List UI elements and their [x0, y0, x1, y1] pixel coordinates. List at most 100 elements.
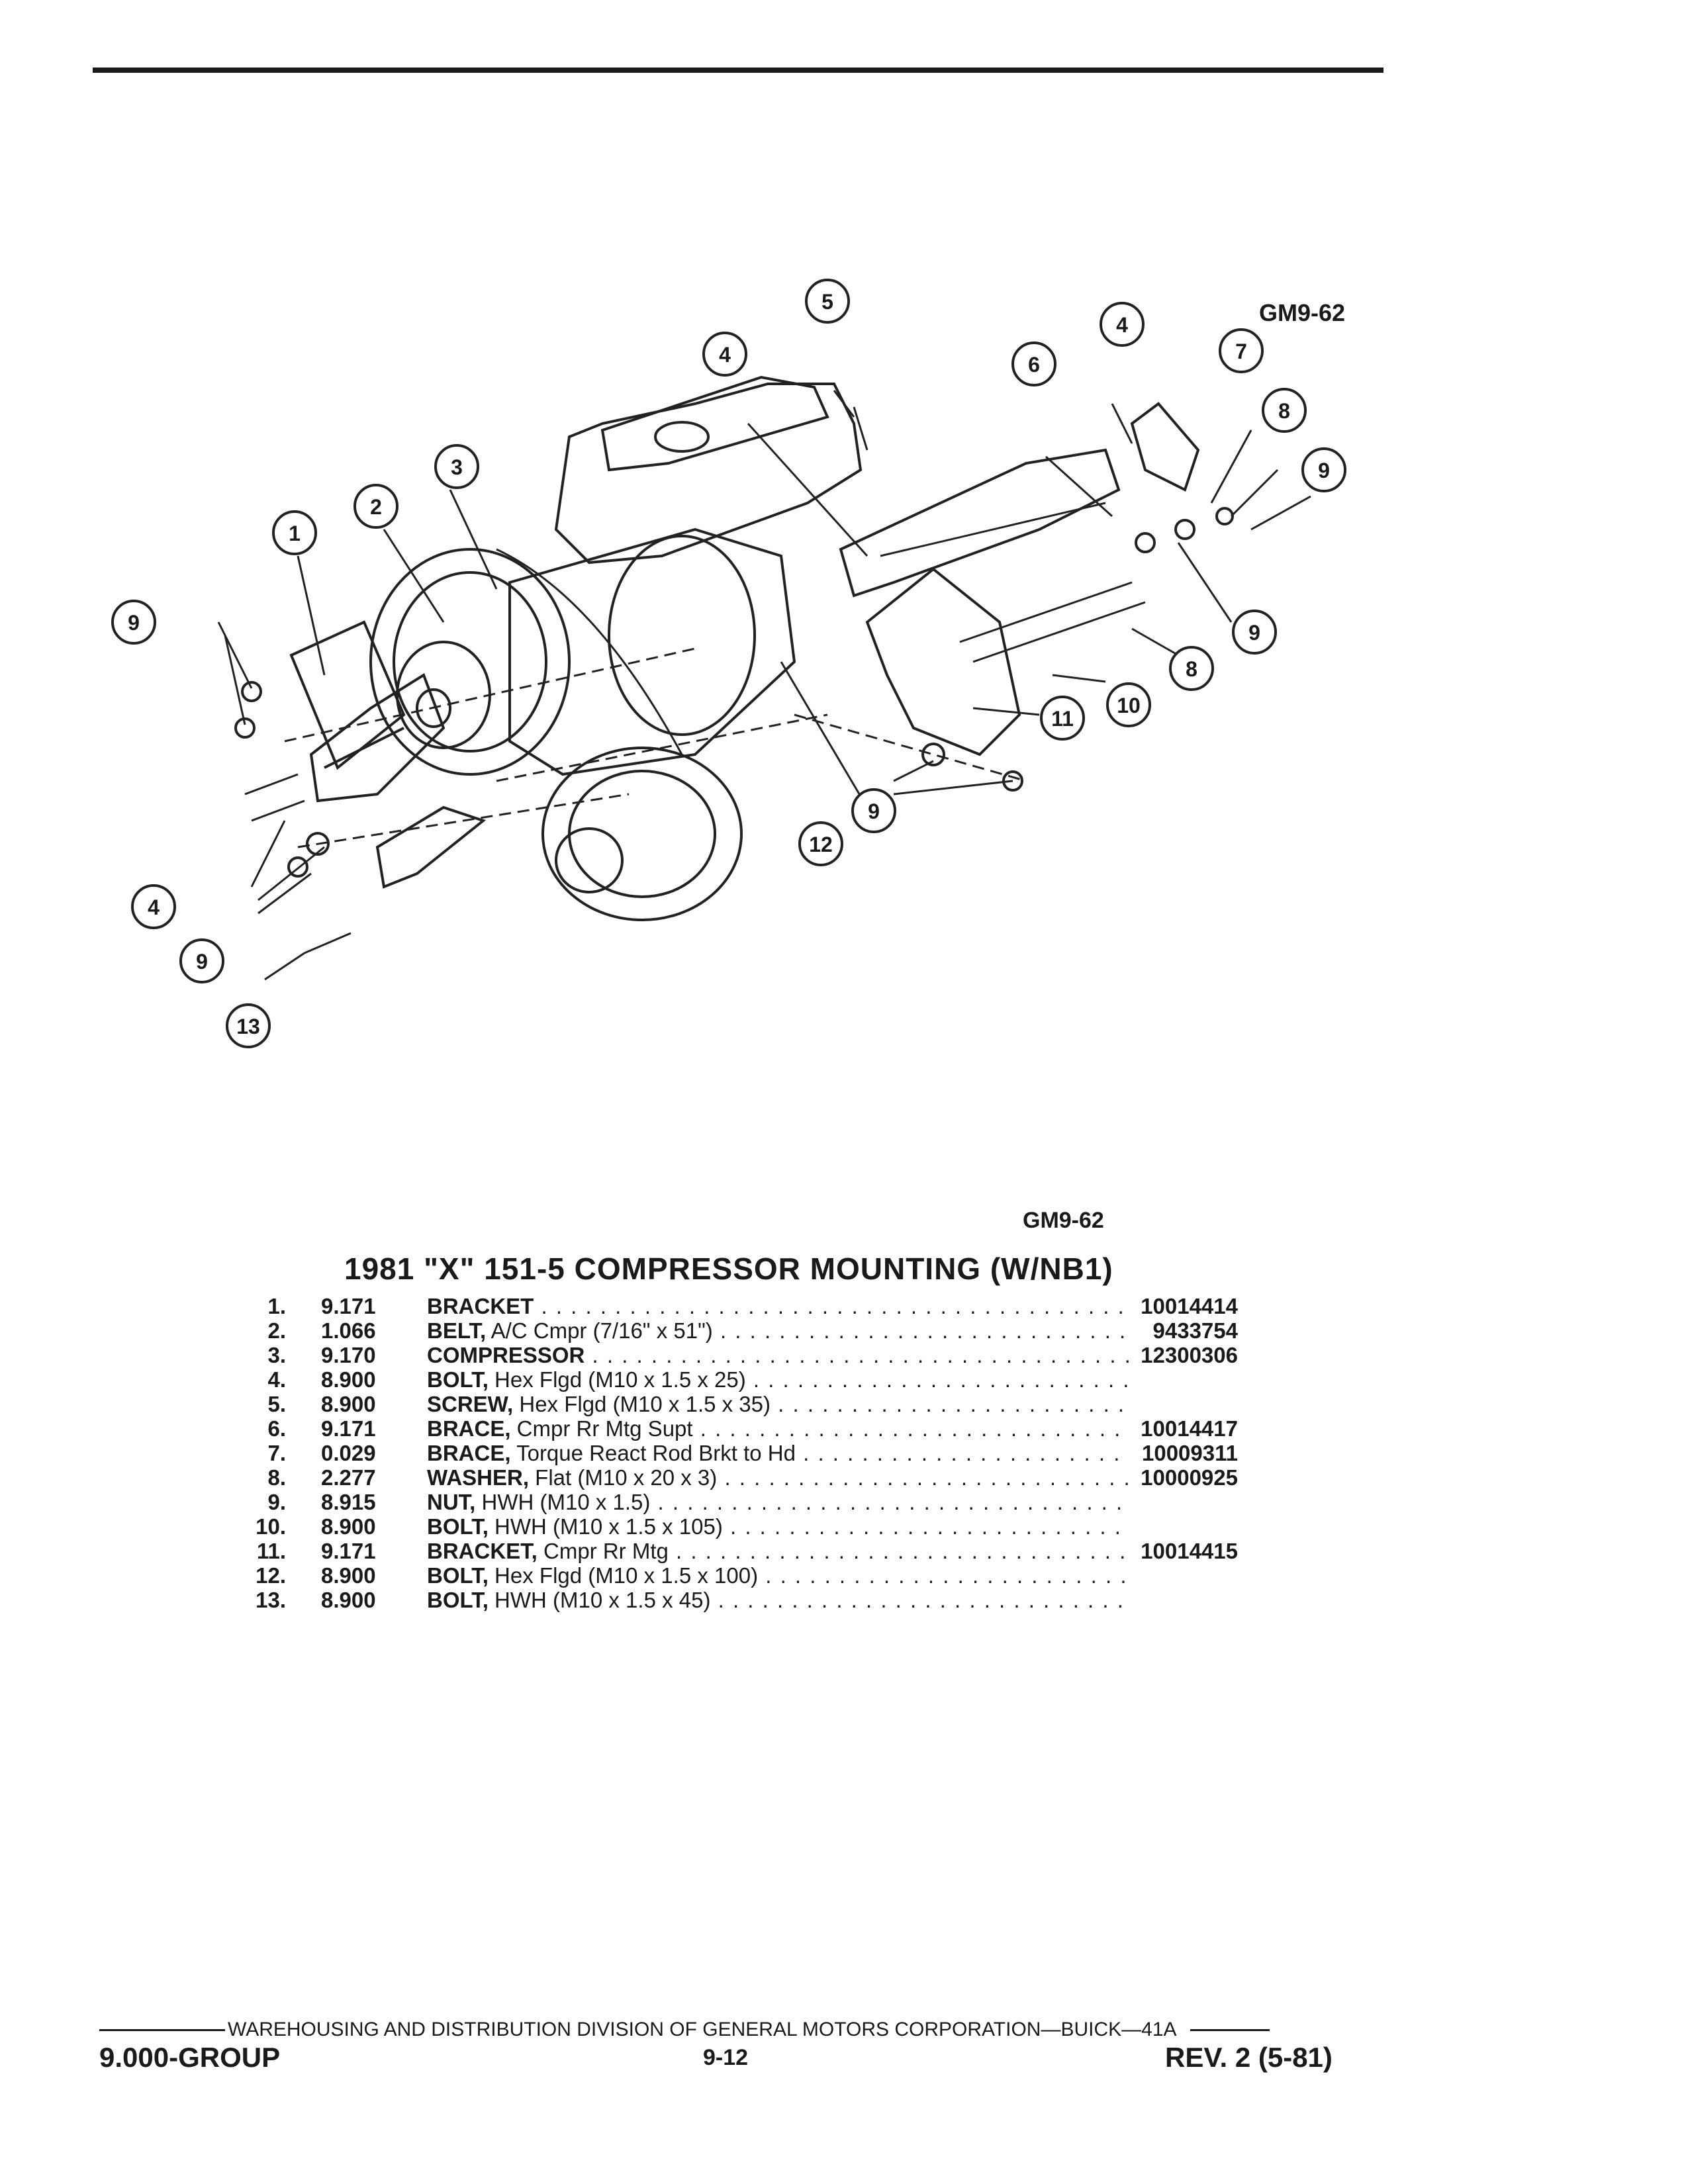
part-name: COMPRESSOR — [427, 1343, 585, 1367]
leader-dots: . . . . . . . . . . . . . . . . . . . . … — [676, 1539, 1129, 1563]
part-name: BRACKET — [427, 1294, 534, 1318]
screw-5 — [853, 406, 868, 451]
part-group-number: 1.066 — [321, 1318, 376, 1343]
svg-text:9: 9 — [196, 950, 208, 974]
top-rule — [93, 68, 1383, 73]
part-group-number: 8.900 — [321, 1392, 376, 1416]
part-number: 10014415 — [1141, 1539, 1238, 1563]
part-number: 10000925 — [1141, 1465, 1238, 1490]
part-item-number: 9. — [267, 1490, 286, 1514]
callout-9e: 9 — [179, 938, 224, 983]
rear-bracket — [865, 567, 1021, 756]
leader-dots: . . . . . . . . . . . . . . . . . . . . … — [700, 1416, 1129, 1441]
part-name: BOLT, — [427, 1514, 489, 1539]
part-group-number: 8.900 — [321, 1367, 376, 1392]
part-description: BOLT, HWH (M10 x 1.5 x 105) . . . . . . … — [427, 1514, 1129, 1539]
part-name: NUT, — [427, 1490, 476, 1514]
part-description: NUT, HWH (M10 x 1.5) . . . . . . . . . .… — [427, 1490, 1129, 1515]
part-group-number: 8.915 — [321, 1490, 376, 1514]
part-item-number: 3. — [267, 1343, 286, 1367]
svg-text:4: 4 — [148, 895, 160, 919]
part-item-number: 5. — [267, 1392, 286, 1416]
part-description: WASHER, Flat (M10 x 20 x 3) . . . . . . … — [427, 1465, 1129, 1490]
part-group-number: 8.900 — [321, 1563, 376, 1588]
callout-5: 5 — [805, 279, 850, 324]
leader-dots: . . . . . . . . . . . . . . . . . . . . … — [803, 1441, 1129, 1465]
footer-rule-left — [99, 2028, 225, 2031]
part-group-number: 8.900 — [321, 1514, 376, 1539]
exploded-diagram: 1 2 3 4 5 6 4 7 8 9 9 8 10 11 9 12 9 4 9… — [111, 279, 1346, 1048]
part-name: BRACE, — [427, 1441, 511, 1465]
part-item-number: 10. — [256, 1514, 286, 1539]
part-item-number: 12. — [256, 1563, 286, 1588]
part-description: BELT, A/C Cmpr (7/16" x 51") . . . . . .… — [427, 1318, 1129, 1343]
figure-id-top: GM9-62 — [1259, 299, 1346, 326]
part-group-number: 0.029 — [321, 1441, 376, 1465]
bolt-long — [880, 502, 1106, 557]
callout-6: 6 — [1011, 341, 1056, 387]
part-row: 10. 8.900 BOLT, HWH (M10 x 1.5 x 105) . . … — [238, 1514, 1231, 1539]
part-spec: Torque React Rod Brkt to Hd — [510, 1441, 796, 1465]
figure-id-bottom: GM9-62 — [1023, 1208, 1104, 1233]
part-description: BRACKET . . . . . . . . . . . . . . . . … — [427, 1294, 1129, 1319]
bolt-4b — [251, 799, 305, 822]
callout-9a: 9 — [1301, 447, 1346, 492]
svg-text:3: 3 — [451, 455, 463, 479]
part-group-number: 9.170 — [321, 1343, 376, 1367]
callout-10: 10 — [1106, 682, 1151, 727]
part-spec: Flat (M10 x 20 x 3) — [529, 1465, 718, 1490]
footer-revision: REV. 2 (5-81) — [1165, 2042, 1333, 2073]
part-number: 10014417 — [1141, 1416, 1238, 1441]
callout-4c: 4 — [131, 884, 176, 929]
part-item-number: 6. — [267, 1416, 286, 1441]
part-number: 10009311 — [1141, 1441, 1238, 1465]
part-row: 2. 1.066 BELT, A/C Cmpr (7/16" x 51") . . … — [238, 1318, 1238, 1343]
leader-dots: . . . . . . . . . . . . . . . . . . . . … — [718, 1588, 1129, 1612]
svg-text:9: 9 — [1248, 621, 1260, 645]
part-item-number: 4. — [267, 1367, 286, 1392]
part-number: 9433754 — [1152, 1318, 1238, 1343]
svg-text:9: 9 — [1318, 459, 1330, 482]
svg-text:4: 4 — [719, 343, 731, 367]
callout-1: 1 — [272, 510, 317, 555]
part-item-number: 2. — [267, 1318, 286, 1343]
crank-pulley — [541, 747, 743, 921]
part-group-number: 9.171 — [321, 1539, 376, 1563]
front-bracket — [309, 673, 445, 803]
torque-brace — [1130, 402, 1200, 492]
part-name: BOLT, — [427, 1563, 489, 1588]
svg-text:10: 10 — [1117, 694, 1141, 717]
part-description: BRACKET, Cmpr Rr Mtg . . . . . . . . . .… — [427, 1539, 1129, 1564]
leader-dots: . . . . . . . . . . . . . . . . . . . . … — [541, 1294, 1129, 1318]
leader-dots: . . . . . . . . . . . . . . . . . . . . … — [720, 1318, 1129, 1343]
part-spec: Cmpr Rr Mtg — [537, 1539, 669, 1563]
compressor-body — [508, 527, 796, 776]
rear-brace — [839, 448, 1121, 598]
part-name: BELT, — [427, 1318, 487, 1343]
part-name: WASHER, — [427, 1465, 530, 1490]
part-description: BOLT, HWH (M10 x 1.5 x 45) . . . . . . .… — [427, 1588, 1129, 1613]
part-spec: HWH (M10 x 1.5 x 105) — [488, 1514, 723, 1539]
part-group-number: 2.277 — [321, 1465, 376, 1490]
part-description: COMPRESSOR . . . . . . . . . . . . . . .… — [427, 1343, 1129, 1368]
part-name: BOLT, — [427, 1588, 489, 1612]
svg-text:6: 6 — [1028, 353, 1040, 377]
part-group-number: 8.900 — [321, 1588, 376, 1612]
footer-page-number: 9-12 — [703, 2045, 749, 2070]
callout-4b: 4 — [1100, 302, 1145, 347]
svg-text:13: 13 — [236, 1015, 260, 1038]
part-number: 10014414 — [1141, 1294, 1238, 1318]
footer-division: WAREHOUSING AND DISTRIBUTION DIVISION OF… — [99, 2019, 1357, 2041]
callout-7: 7 — [1219, 328, 1264, 373]
part-group-number: 9.171 — [321, 1416, 376, 1441]
part-row: 9. 8.915 NUT, HWH (M10 x 1.5) . . . . . . … — [238, 1490, 1231, 1514]
